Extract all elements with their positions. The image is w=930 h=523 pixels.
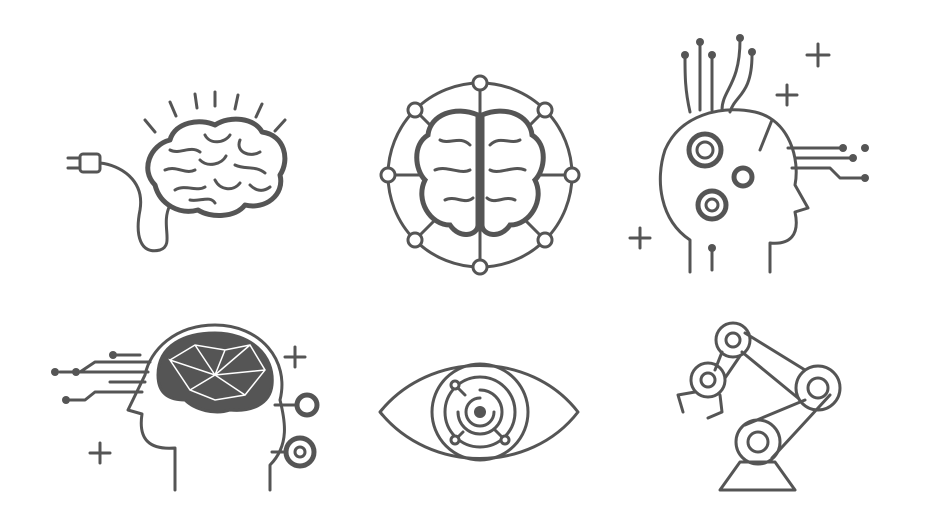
brain-network-icon [379, 74, 581, 276]
robot-arm-icon [676, 321, 842, 492]
head-gears-circuit-icon [628, 34, 869, 274]
head-polygon-brain-icon [51, 323, 320, 492]
brain-with-plug-icon [66, 90, 288, 253]
cyber-eye-icon [378, 362, 580, 462]
